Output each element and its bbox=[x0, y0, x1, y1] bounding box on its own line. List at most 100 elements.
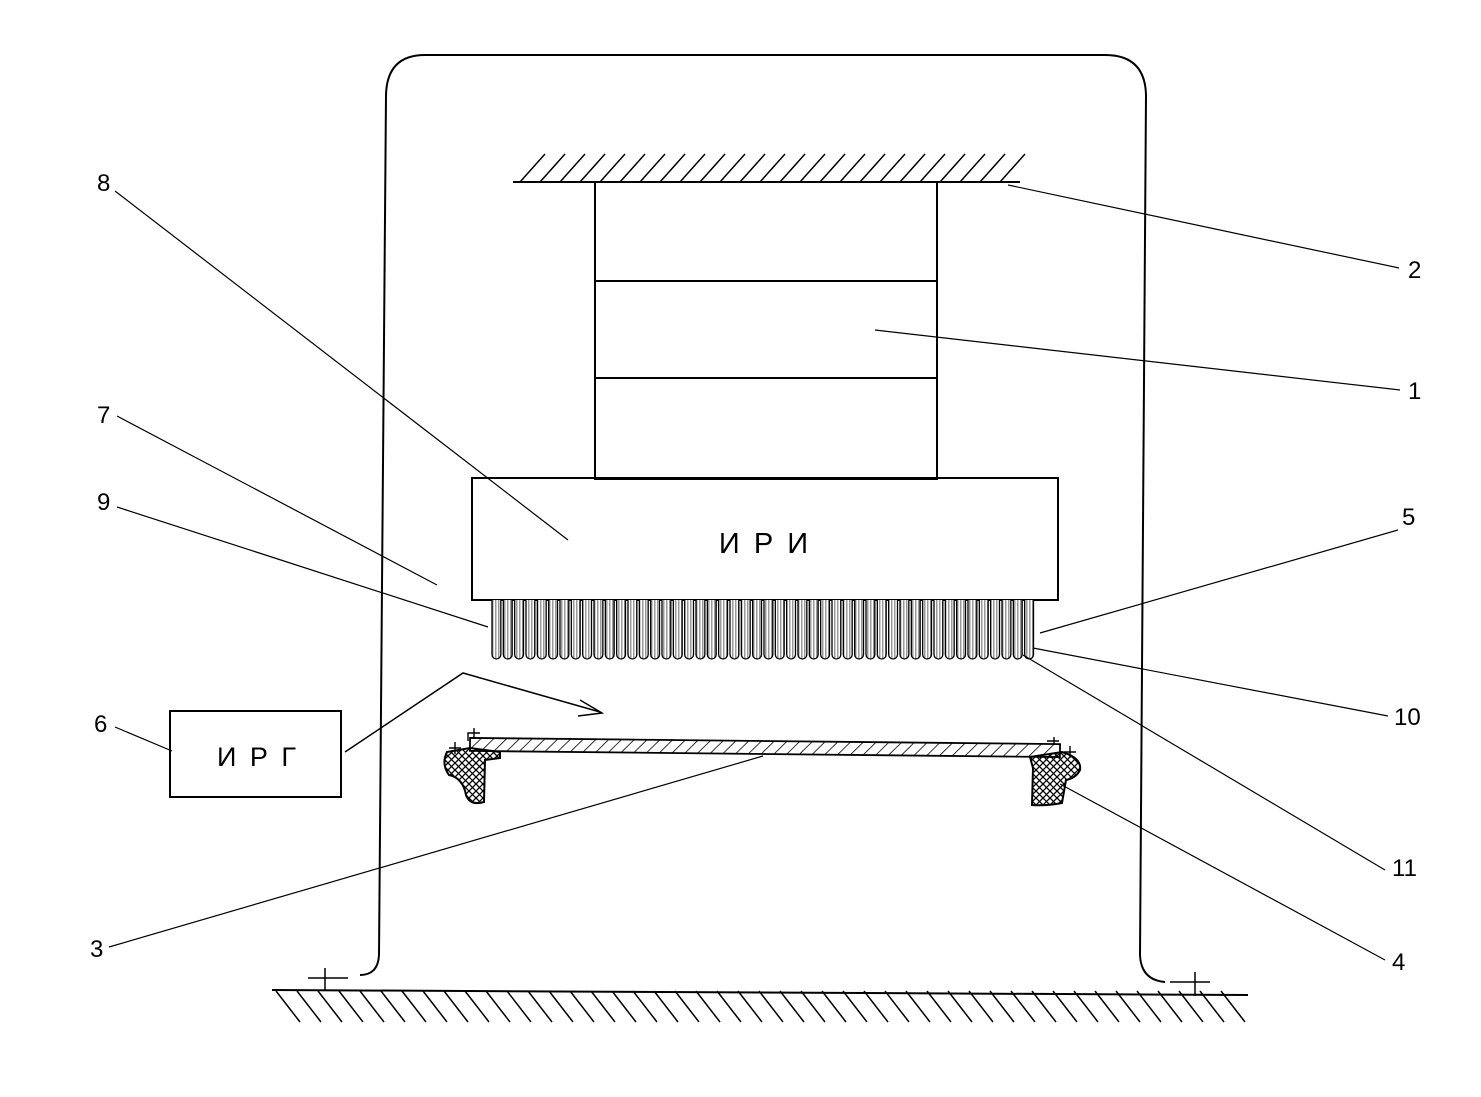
hatch-mark bbox=[879, 153, 906, 183]
callout-4: 4 bbox=[1392, 949, 1405, 976]
fin bbox=[876, 600, 887, 660]
holder-left bbox=[443, 746, 501, 805]
hatch-mark bbox=[939, 153, 966, 183]
hatch-mark bbox=[1010, 990, 1036, 1023]
fin bbox=[865, 600, 876, 660]
hatch-mark bbox=[590, 990, 616, 1023]
fin bbox=[729, 600, 740, 660]
hatch-mark bbox=[659, 153, 686, 183]
hatch-mark bbox=[317, 990, 343, 1023]
hatch-mark bbox=[485, 990, 511, 1023]
fin bbox=[502, 600, 513, 660]
fin bbox=[525, 600, 536, 660]
hatch-mark bbox=[464, 990, 490, 1023]
hatch-mark bbox=[380, 990, 406, 1023]
fin bbox=[1024, 600, 1035, 660]
foot-marker-left bbox=[308, 968, 348, 990]
fin bbox=[922, 600, 933, 660]
callout-3: 3 bbox=[90, 936, 103, 963]
hatch-mark bbox=[695, 990, 721, 1023]
hatch-mark bbox=[899, 153, 926, 183]
fin bbox=[763, 600, 774, 660]
hatch-mark bbox=[1220, 990, 1246, 1023]
hatch-mark bbox=[539, 153, 566, 183]
hatch-mark bbox=[653, 990, 679, 1023]
fin bbox=[752, 600, 763, 660]
leader-lines bbox=[108, 184, 1401, 961]
callout-7: 7 bbox=[97, 402, 110, 429]
fin bbox=[888, 600, 899, 660]
chamber-frame bbox=[359, 54, 1166, 983]
hatch-mark bbox=[959, 153, 986, 183]
hatch-mark bbox=[839, 153, 866, 183]
hatch-mark bbox=[579, 153, 606, 183]
floor-ground bbox=[271, 989, 1249, 1023]
hatch-mark bbox=[1178, 990, 1204, 1023]
fin bbox=[514, 600, 525, 660]
hatch-mark bbox=[1157, 990, 1183, 1023]
fin bbox=[706, 600, 717, 660]
ray-arrow bbox=[344, 672, 605, 753]
hatch-mark bbox=[799, 153, 826, 183]
fin bbox=[808, 600, 819, 660]
iri-label: И Р И bbox=[719, 528, 811, 560]
fin bbox=[978, 600, 989, 660]
fin bbox=[559, 600, 570, 660]
fin bbox=[820, 600, 831, 660]
hatch-mark bbox=[619, 153, 646, 183]
fin bbox=[570, 600, 581, 660]
substrate-plate bbox=[469, 737, 1061, 758]
fin bbox=[604, 600, 615, 660]
hatch-mark bbox=[947, 990, 973, 1023]
hatch-mark bbox=[716, 990, 742, 1023]
fin bbox=[684, 600, 695, 660]
fin bbox=[650, 600, 661, 660]
hatch-mark bbox=[1031, 990, 1057, 1023]
fin bbox=[536, 600, 547, 660]
hatch-mark bbox=[548, 990, 574, 1023]
hatch-mark bbox=[863, 990, 889, 1023]
hatch-mark bbox=[679, 153, 706, 183]
hatch-mark bbox=[674, 990, 700, 1023]
hatch-mark bbox=[842, 990, 868, 1023]
fin bbox=[797, 600, 808, 660]
hatch-mark bbox=[1052, 990, 1078, 1023]
hatch-mark bbox=[611, 990, 637, 1023]
hatch-mark bbox=[999, 153, 1026, 183]
callout-8: 8 bbox=[97, 170, 110, 197]
fin bbox=[593, 600, 604, 660]
fin bbox=[990, 600, 1001, 660]
callout-6: 6 bbox=[94, 711, 107, 738]
hatch-mark bbox=[1115, 990, 1141, 1023]
hatch-mark bbox=[506, 990, 532, 1023]
callout-10: 10 bbox=[1394, 704, 1421, 731]
hatch-mark bbox=[569, 990, 595, 1023]
foot-marker-right bbox=[1170, 972, 1210, 996]
fin bbox=[842, 600, 853, 660]
fin bbox=[786, 600, 797, 660]
hatch-mark bbox=[779, 990, 805, 1023]
hatch-mark bbox=[527, 990, 553, 1023]
hatch-mark bbox=[1136, 990, 1162, 1023]
hatch-mark bbox=[338, 990, 364, 1023]
hatch-mark bbox=[443, 990, 469, 1023]
fin bbox=[1012, 600, 1023, 660]
fin bbox=[491, 600, 502, 660]
hatch-mark bbox=[359, 990, 385, 1023]
hatch-mark bbox=[979, 153, 1006, 183]
fin bbox=[774, 600, 785, 660]
hatch-mark bbox=[737, 990, 763, 1023]
hatch-mark bbox=[719, 153, 746, 183]
hatch-mark bbox=[401, 990, 427, 1023]
hatch-mark bbox=[1094, 990, 1120, 1023]
callout-1: 1 bbox=[1408, 378, 1421, 405]
hatch-mark bbox=[1073, 990, 1099, 1023]
stack-block bbox=[594, 181, 938, 480]
hatch-mark bbox=[639, 153, 666, 183]
ceiling-support bbox=[513, 153, 1026, 183]
holder-right bbox=[1028, 750, 1082, 807]
fin bbox=[672, 600, 683, 660]
hatch-mark bbox=[296, 990, 322, 1023]
hatch-mark bbox=[422, 990, 448, 1023]
